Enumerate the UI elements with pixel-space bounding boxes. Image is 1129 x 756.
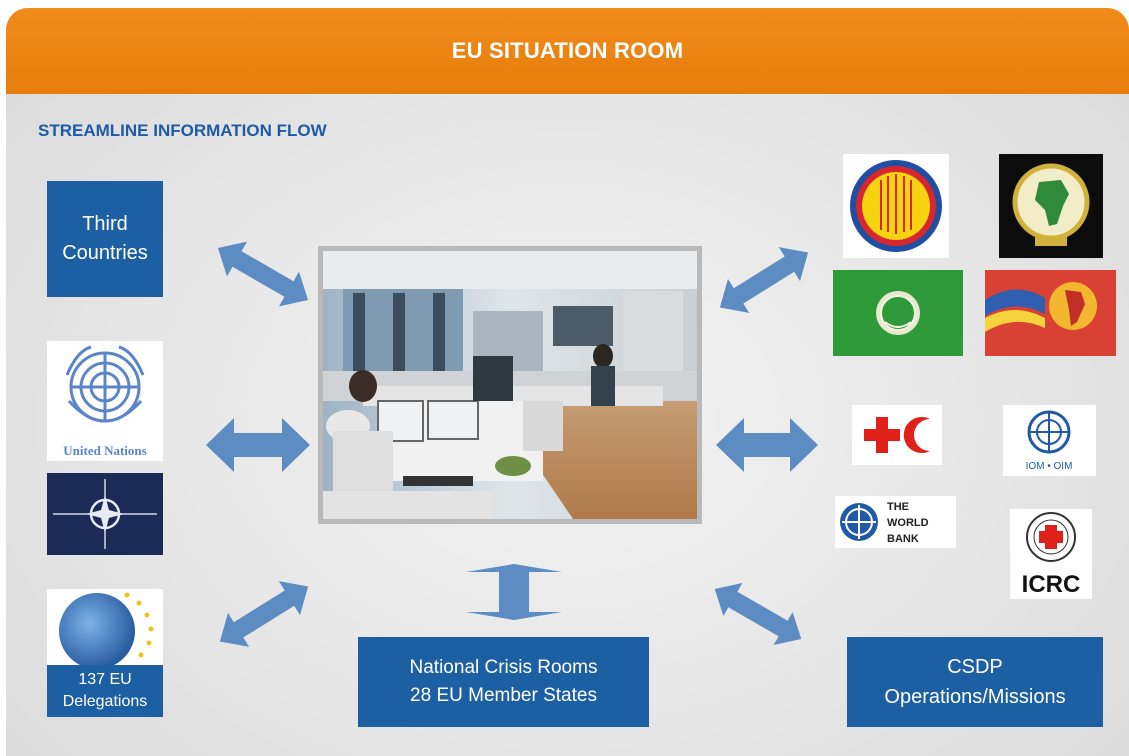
eu-delegations-line-1: 137 EU xyxy=(78,670,132,688)
arrow-photo-regional-orgs xyxy=(719,247,809,313)
arrow-photo-third-countries xyxy=(217,241,309,307)
latin-america-organization-logo xyxy=(985,270,1116,356)
page-title: EU SITUATION ROOM xyxy=(451,38,684,63)
situation-room-photo xyxy=(318,246,702,524)
arrow-photo-international-orgs xyxy=(206,418,310,472)
arrow-photo-national-crisis-rooms xyxy=(466,564,562,620)
national-crisis-rooms-box: National Crisis Rooms 28 EU Member State… xyxy=(358,637,649,727)
red-cross-crescent-logo xyxy=(852,405,942,465)
arrow-photo-csdp xyxy=(714,583,802,645)
united-nations-label: United Nations xyxy=(63,443,146,458)
icrc-logo: ICRC xyxy=(1010,509,1092,599)
nato-logo xyxy=(47,473,163,555)
csdp-line-2: Operations/Missions xyxy=(884,686,1066,708)
arrow-photo-humanitarian-orgs xyxy=(716,418,818,472)
iom-label: IOM • OIM xyxy=(1026,461,1073,472)
world-bank-line-2: WORLD xyxy=(887,517,929,529)
situation-room-image xyxy=(323,251,697,519)
third-countries-box: Third Countries xyxy=(47,181,163,297)
csdp-box: CSDP Operations/Missions xyxy=(847,637,1103,727)
eu-delegations-line-2: Delegations xyxy=(62,692,148,710)
asean-logo xyxy=(843,154,949,258)
united-nations-logo: United Nations xyxy=(47,341,163,461)
header-bar: EU SITUATION ROOM xyxy=(6,8,1129,94)
arab-league-logo xyxy=(833,270,963,356)
eu-delegations-box: 137 EU Delegations xyxy=(47,664,163,717)
african-union-logo xyxy=(999,154,1103,258)
third-countries-line-1: Third xyxy=(82,213,128,235)
third-countries-line-2: Countries xyxy=(62,242,148,264)
world-bank-line-3: BANK xyxy=(887,533,919,545)
diagram-frame: EU SITUATION ROOM STREAMLINE INFORMATION… xyxy=(6,8,1129,756)
national-crisis-line-2: 28 EU Member States xyxy=(410,685,597,706)
world-bank-logo: THE WORLD BANK xyxy=(835,496,956,548)
eu-delegations-globe-logo xyxy=(47,589,163,665)
csdp-line-1: CSDP xyxy=(947,656,1003,678)
arrow-photo-eu-delegations xyxy=(219,581,309,647)
world-bank-line-1: THE xyxy=(887,501,909,513)
icrc-label: ICRC xyxy=(1022,571,1081,598)
section-subtitle: STREAMLINE INFORMATION FLOW xyxy=(38,121,327,140)
iom-logo: IOM • OIM xyxy=(1003,405,1096,476)
national-crisis-line-1: National Crisis Rooms xyxy=(409,657,598,678)
